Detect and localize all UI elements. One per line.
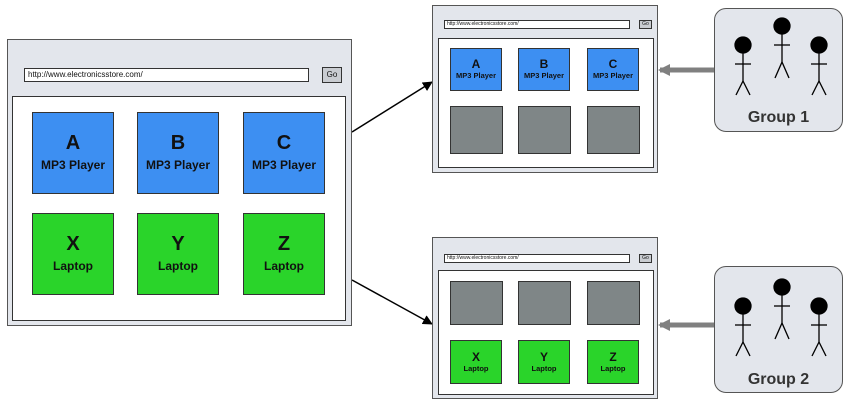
tile-name: Laptop bbox=[531, 363, 557, 373]
main-url-field[interactable]: http://www.electronicsstore.com/ bbox=[24, 68, 309, 82]
variant-a-go-button[interactable]: Go bbox=[639, 20, 652, 29]
group-1-label: Group 1 bbox=[747, 109, 810, 126]
variant-b-tile-x[interactable]: X Laptop bbox=[450, 340, 502, 384]
group-2-box: Group 2 bbox=[714, 266, 843, 393]
tile-letter: C bbox=[608, 57, 618, 72]
variant-a-browser-window: http://www.electronicsstore.com/ Go A MP… bbox=[432, 5, 658, 173]
main-go-button[interactable]: Go bbox=[322, 67, 342, 83]
tile-letter: A bbox=[471, 57, 481, 72]
tile-name: MP3 Player bbox=[455, 71, 497, 81]
variant-b-url-field[interactable]: http://www.electronicsstore.com/ bbox=[444, 254, 630, 263]
product-tile-x[interactable]: X Laptop bbox=[32, 213, 114, 295]
tile-name: Laptop bbox=[53, 259, 93, 274]
variant-a-hidden-tile-3 bbox=[587, 106, 640, 154]
variant-b-browser-window: http://www.electronicsstore.com/ Go X La… bbox=[432, 237, 658, 399]
variant-b-hidden-tile-1 bbox=[450, 281, 503, 325]
group-1-people-icon bbox=[734, 17, 828, 96]
tile-letter: Y bbox=[171, 233, 185, 256]
product-tile-y[interactable]: Y Laptop bbox=[137, 213, 219, 295]
product-tile-c[interactable]: C MP3 Player bbox=[243, 112, 325, 194]
variant-b-content-panel: X Laptop Y Laptop Z Laptop bbox=[438, 270, 654, 395]
tile-letter: X bbox=[66, 233, 80, 256]
tile-name: Laptop bbox=[264, 259, 304, 274]
main-browser-window: http://www.electronicsstore.com/ Go A MP… bbox=[7, 39, 352, 326]
tile-letter: Z bbox=[277, 233, 291, 256]
tile-name: MP3 Player bbox=[145, 158, 211, 173]
group-2-label: Group 2 bbox=[747, 371, 810, 388]
variant-a-hidden-tile-1 bbox=[450, 106, 503, 154]
tile-letter: X bbox=[471, 349, 480, 364]
arrow-to-variant-b bbox=[351, 279, 433, 325]
product-tile-b[interactable]: B MP3 Player bbox=[137, 112, 219, 194]
tile-name: MP3 Player bbox=[592, 71, 634, 81]
tile-name: MP3 Player bbox=[251, 158, 317, 173]
tile-name: MP3 Player bbox=[40, 158, 106, 173]
variant-a-tile-b[interactable]: B MP3 Player bbox=[518, 48, 570, 91]
tile-letter: A bbox=[65, 132, 81, 155]
tile-name: Laptop bbox=[158, 259, 198, 274]
tile-name: Laptop bbox=[463, 363, 489, 373]
variant-b-hidden-tile-2 bbox=[518, 281, 571, 325]
variant-a-url-field[interactable]: http://www.electronicsstore.com/ bbox=[444, 20, 630, 29]
variant-b-tile-y[interactable]: Y Laptop bbox=[518, 340, 570, 384]
tile-name: MP3 Player bbox=[523, 71, 565, 81]
tile-letter: Z bbox=[609, 349, 617, 364]
arrow-to-variant-a bbox=[351, 81, 433, 133]
tile-name: Laptop bbox=[600, 363, 626, 373]
variant-a-hidden-tile-2 bbox=[518, 106, 571, 154]
tile-letter: Y bbox=[539, 349, 548, 364]
product-tile-a[interactable]: A MP3 Player bbox=[32, 112, 114, 194]
tile-letter: B bbox=[539, 57, 549, 72]
variant-b-hidden-tile-3 bbox=[587, 281, 640, 325]
variant-a-content-panel: A MP3 Player B MP3 Player C MP3 Player bbox=[438, 38, 654, 168]
variant-a-tile-a[interactable]: A MP3 Player bbox=[450, 48, 502, 91]
variant-a-tile-c[interactable]: C MP3 Player bbox=[587, 48, 639, 91]
product-tile-z[interactable]: Z Laptop bbox=[243, 213, 325, 295]
variant-b-tile-z[interactable]: Z Laptop bbox=[587, 340, 639, 384]
tile-letter: B bbox=[170, 132, 186, 155]
group-1-box: Group 1 bbox=[714, 8, 843, 132]
variant-b-go-button[interactable]: Go bbox=[639, 254, 652, 263]
tile-letter: C bbox=[276, 132, 292, 155]
main-content-panel: A MP3 Player B MP3 Player C MP3 Player X… bbox=[12, 96, 346, 321]
group-2-people-icon bbox=[734, 278, 828, 357]
